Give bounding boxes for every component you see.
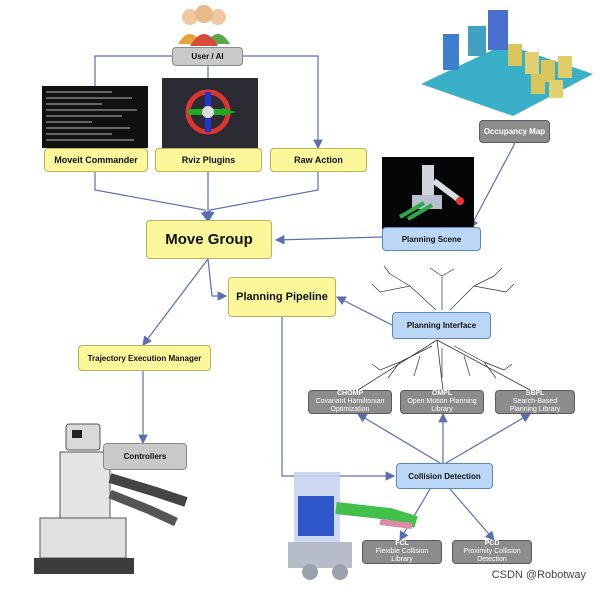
users-icon: [178, 5, 230, 46]
ompl-line1: Open Motion Planning: [407, 398, 477, 405]
pcd-box[interactable]: PCD Proximity Collision Detection: [452, 540, 532, 564]
occupancy-map-image: [421, 10, 593, 116]
user-ai-box[interactable]: User / AI: [172, 47, 243, 66]
chomp-box[interactable]: CHOMP Covariant Hamiltonian Optimization: [308, 390, 392, 414]
planning-interface-box[interactable]: Planning Interface: [392, 312, 491, 339]
watermark-text: CSDN @Robotway: [491, 569, 586, 581]
moveit-commander-box[interactable]: Moveit Commander: [44, 148, 148, 172]
collision-detection-box[interactable]: Collision Detection: [396, 463, 493, 489]
chomp-title: CHOMP: [336, 390, 364, 397]
sbpl-line2: Planning Library: [509, 406, 561, 413]
pcd-line2: Detection: [477, 556, 507, 563]
planning-pipeline-box[interactable]: Planning Pipeline: [228, 277, 336, 317]
trajectory-execution-manager-box[interactable]: Trajectory Execution Manager: [78, 345, 211, 371]
terminal-screenshot: [42, 86, 148, 148]
fcl-title: FCL: [395, 540, 409, 547]
fcl-line1: Flexible Collision: [375, 548, 429, 555]
rviz-screenshot: [162, 78, 258, 148]
raw-action-box[interactable]: Raw Action: [270, 148, 367, 172]
rviz-plugins-box[interactable]: Rviz Plugins: [155, 148, 262, 172]
planning-scene-box[interactable]: Planning Scene: [382, 227, 481, 251]
pcd-title: PCD: [484, 540, 500, 547]
ompl-title: OMPL: [431, 390, 453, 397]
fcl-box[interactable]: FCL Flexible Collision Library: [362, 540, 442, 564]
move-group-box[interactable]: Move Group: [146, 220, 272, 259]
robot-image: [34, 423, 188, 574]
ompl-box[interactable]: OMPL Open Motion Planning Library: [400, 390, 484, 414]
controllers-box[interactable]: Controllers: [103, 443, 187, 470]
chomp-line2: Optimization: [330, 406, 370, 413]
ompl-line2: Library: [431, 406, 453, 413]
fcl-line2: Library: [391, 556, 413, 563]
occupancy-map-box[interactable]: Occupancy Map: [479, 120, 550, 143]
sbpl-box[interactable]: SBPL Search-Based Planning Library: [495, 390, 575, 414]
sbpl-line1: Search-Based: [512, 398, 558, 405]
pcd-line1: Proximity Collision: [463, 548, 521, 555]
planning-tree-image: [371, 266, 515, 379]
sbpl-title: SBPL: [525, 390, 545, 397]
chomp-line1: Covariant Hamiltonian: [315, 398, 385, 405]
planning-scene-image: [382, 157, 474, 229]
arm-collision-image: [288, 472, 418, 580]
